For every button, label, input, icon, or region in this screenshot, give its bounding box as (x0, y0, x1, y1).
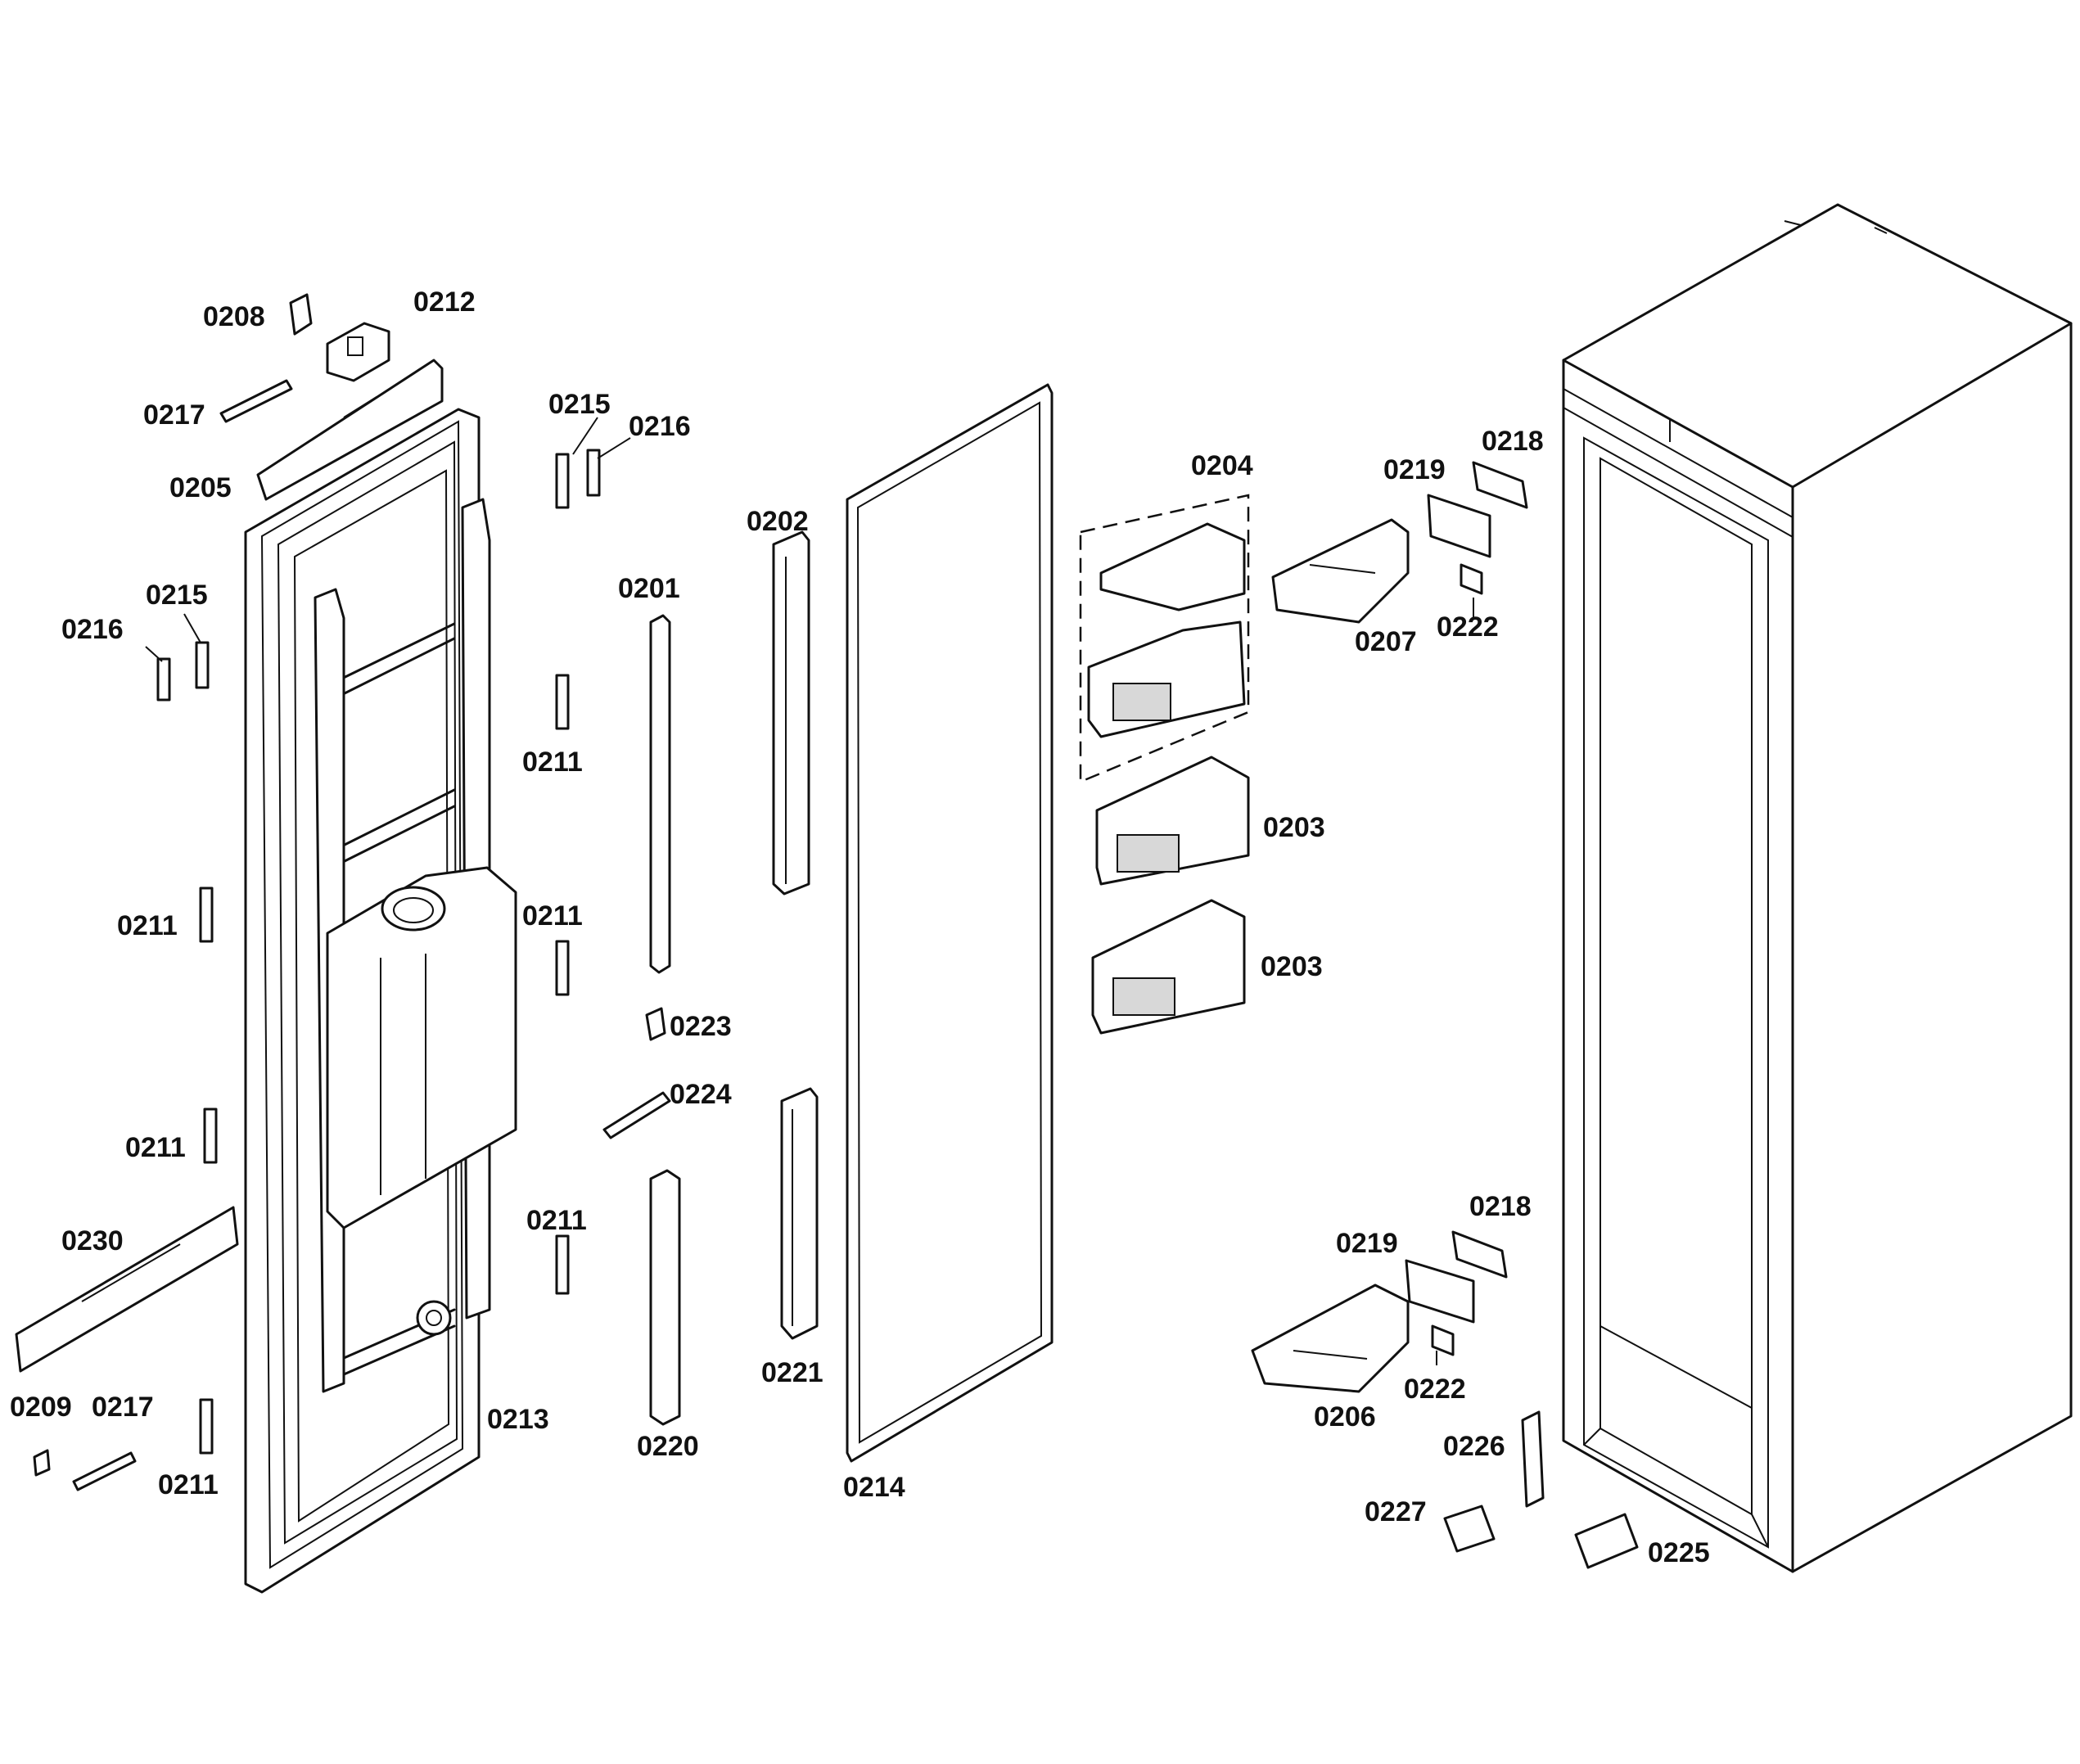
label-0211-left-2: 0211 (125, 1132, 186, 1163)
part-0225-foot (1574, 1513, 1639, 1569)
label-0215-left: 0215 (146, 580, 208, 611)
part-0215-mid (555, 453, 570, 509)
label-0216-left: 0216 (61, 614, 124, 645)
label-0206: 0206 (1314, 1401, 1376, 1432)
label-0230: 0230 (61, 1225, 124, 1256)
part-0216-left (156, 657, 171, 702)
part-0219-plate-bottom (1405, 1259, 1475, 1324)
part-0211-left-b (203, 1108, 218, 1164)
label-0216-mid: 0216 (629, 411, 691, 442)
part-0204-shelf-with-cover (1079, 494, 1250, 783)
part-0226-latch (1521, 1410, 1545, 1508)
label-0226: 0226 (1443, 1431, 1505, 1462)
part-0219-plate-top (1427, 494, 1491, 558)
label-0221: 0221 (761, 1357, 823, 1388)
label-0211-left-3: 0211 (158, 1469, 219, 1500)
freezer-door-assembly (244, 408, 517, 1594)
part-0203-shelf-1 (1095, 756, 1250, 886)
label-0222-bottom: 0222 (1404, 1374, 1466, 1405)
label-0209: 0209 (10, 1392, 72, 1423)
part-0205-hinge-plate (256, 359, 444, 501)
label-0219-bottom: 0219 (1336, 1228, 1398, 1259)
part-0212-cover (326, 322, 390, 382)
part-0214-gasket (846, 383, 1054, 1463)
part-0211-mid-b (555, 940, 570, 996)
label-0201: 0201 (618, 573, 680, 604)
label-0227: 0227 (1365, 1496, 1427, 1527)
part-0211-mid-a (555, 674, 570, 730)
label-0213: 0213 (487, 1404, 549, 1435)
label-0203-2: 0203 (1261, 951, 1323, 982)
callout-labels: 0208 0212 0217 0205 0215 0216 0211 0211 … (10, 286, 1710, 1568)
label-0202: 0202 (747, 506, 809, 537)
part-0209-clip (33, 1449, 51, 1477)
label-0205: 0205 (169, 472, 232, 503)
label-0204: 0204 (1191, 450, 1253, 481)
part-0222-shim-bottom (1431, 1324, 1455, 1356)
part-0201-trim (649, 614, 671, 974)
part-0215-left (195, 641, 210, 689)
part-0218-bracket-bottom (1451, 1230, 1508, 1279)
part-0217-bottom-strip (72, 1451, 137, 1491)
label-0203-1: 0203 (1263, 812, 1325, 843)
label-0212: 0212 (413, 286, 476, 318)
part-0223-clip (645, 1007, 666, 1041)
label-0211-left-1: 0211 (117, 910, 178, 941)
part-0203-shelf-2 (1091, 899, 1246, 1035)
label-0215-mid: 0215 (548, 389, 611, 420)
label-0208: 0208 (203, 301, 265, 332)
label-0214: 0214 (843, 1472, 905, 1503)
label-0220: 0220 (637, 1431, 699, 1462)
label-0222-top: 0222 (1437, 611, 1499, 643)
leader-lines (145, 417, 1474, 1365)
part-0206-hinge-bottom (1251, 1284, 1410, 1393)
part-0222-shim-top (1460, 563, 1483, 595)
label-0211-mid-3: 0211 (526, 1205, 587, 1236)
label-0225: 0225 (1648, 1537, 1710, 1568)
part-0218-bracket-top (1472, 461, 1528, 509)
part-0221-trim (780, 1087, 819, 1340)
part-0216-mid (586, 449, 601, 497)
label-0211-mid-2: 0211 (522, 900, 583, 932)
label-0219-top: 0219 (1383, 454, 1446, 485)
part-0220-trim (649, 1169, 681, 1426)
label-0211-mid-1: 0211 (522, 747, 583, 778)
part-0224-hinge-pin (602, 1091, 671, 1139)
part-0211-left-c (199, 1398, 214, 1455)
part-0211-mid-c (555, 1234, 570, 1295)
part-0202-trim (772, 530, 810, 896)
refrigerator-cabinet (1562, 203, 2073, 1573)
part-0208-cap (289, 293, 313, 336)
label-0217-bottom: 0217 (92, 1392, 154, 1423)
label-0218-top: 0218 (1482, 426, 1544, 457)
part-0227-bracket (1443, 1505, 1496, 1553)
part-0211-left-a (199, 887, 214, 943)
label-0223: 0223 (670, 1011, 732, 1042)
label-0207: 0207 (1355, 626, 1417, 657)
label-0224: 0224 (670, 1079, 732, 1110)
label-0218-bottom: 0218 (1469, 1191, 1532, 1222)
part-0230-bracket (15, 1206, 239, 1373)
part-0217-top-strip (219, 379, 293, 423)
part-0207-hinge-top (1271, 518, 1410, 624)
label-0217-top: 0217 (143, 399, 205, 431)
